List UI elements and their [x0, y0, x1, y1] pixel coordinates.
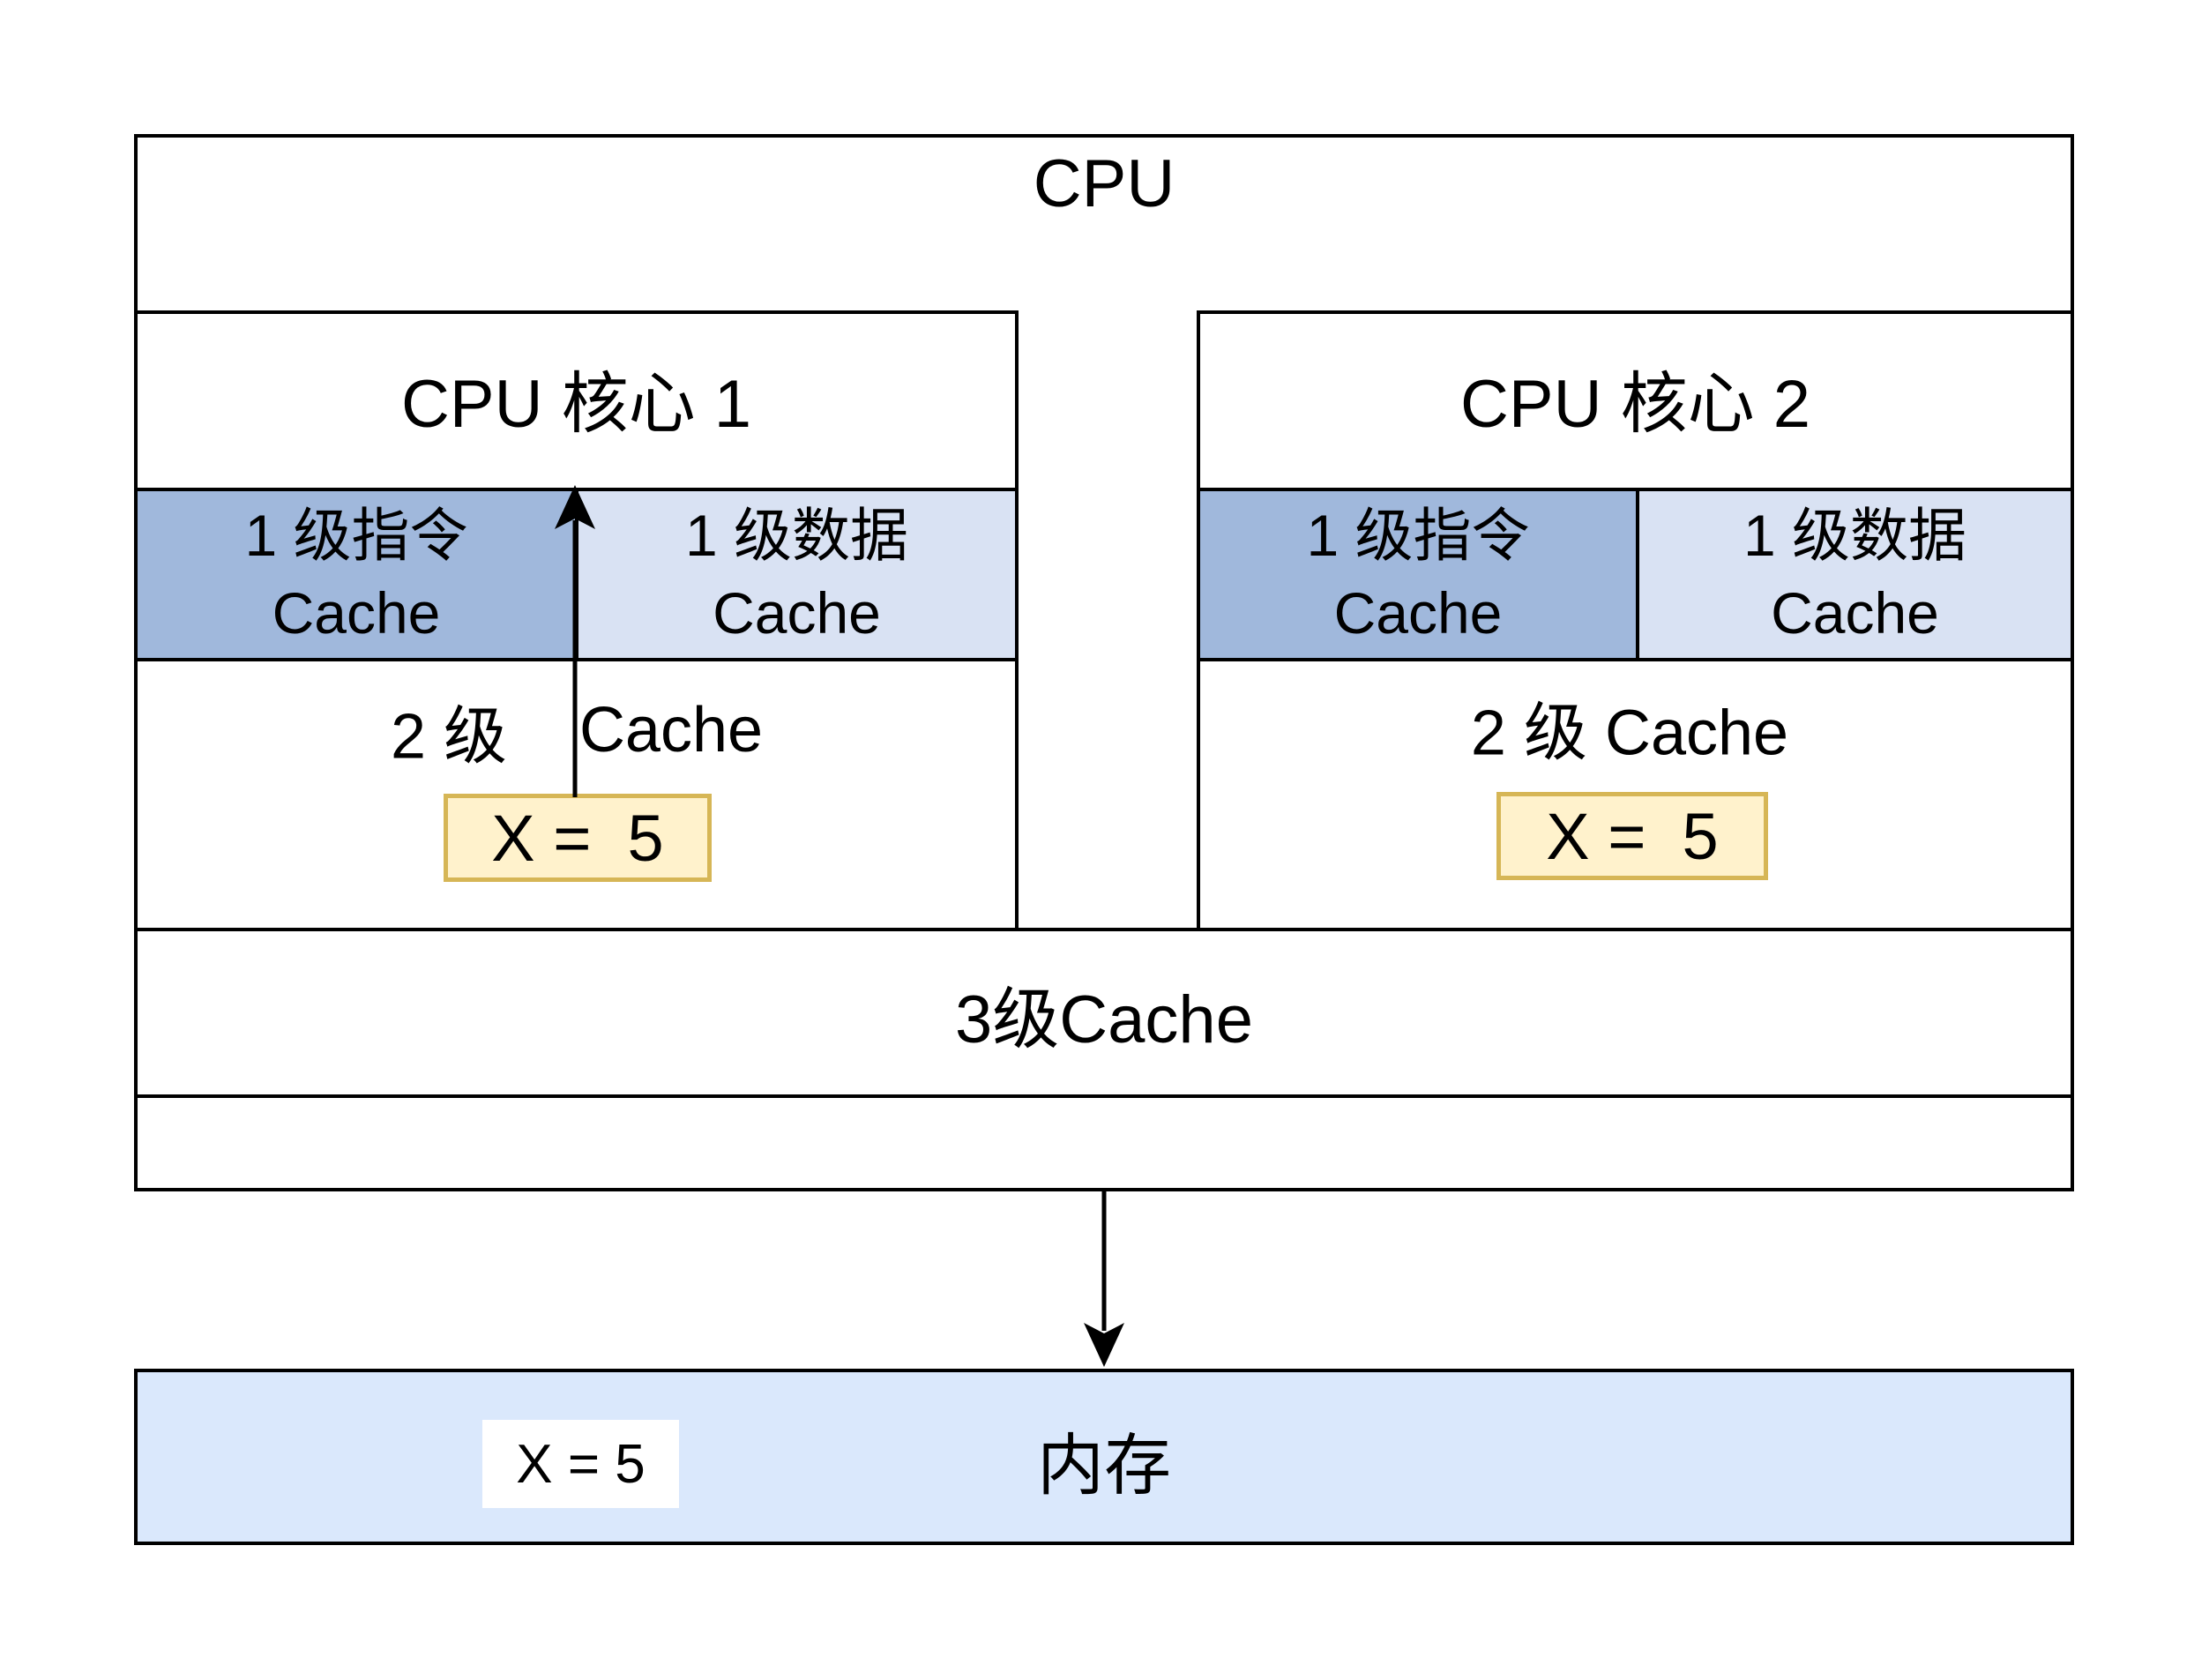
- core2-l2-label: 2 级 Cache: [1470, 698, 1789, 769]
- core2-title: CPU 核心 2: [1460, 367, 1810, 442]
- core1-l2-label-left: 2 级: [390, 701, 508, 773]
- core2-l1-instruction-cache: 1 级指令 Cache: [1200, 491, 1639, 658]
- l3-cache-band: 3级Cache: [134, 928, 2074, 1098]
- core2-l1d-label-line2: Cache: [1771, 579, 1939, 646]
- core2-x-value-box: X = 5: [1496, 792, 1768, 880]
- core1-l1-data-cache: 1 级数据 Cache: [578, 491, 1015, 658]
- down-arrow-icon: [1084, 1191, 1124, 1367]
- core2-l1d-label-line1: 1 级数据: [1743, 503, 1967, 569]
- memory-x-value: X = 5: [482, 1420, 679, 1508]
- l3-cache-label: 3级Cache: [955, 982, 1253, 1057]
- cpu-title: CPU: [1033, 146, 1175, 221]
- memory-box: [134, 1369, 2074, 1545]
- core1-l1i-label-line2: Cache: [272, 579, 441, 646]
- up-arrow-icon: [555, 485, 595, 797]
- core2-l1-row: 1 级指令 Cache 1 级数据 Cache: [1200, 488, 2071, 661]
- core1-l1d-label-line2: Cache: [713, 579, 881, 646]
- core1-l1i-label-line1: 1 级指令: [244, 503, 468, 569]
- core2-l1i-label-line1: 1 级指令: [1306, 503, 1530, 569]
- core1-l1-row: 1 级指令 Cache 1 级数据 Cache: [138, 488, 1015, 661]
- core2-l1i-label-line2: Cache: [1333, 579, 1503, 646]
- core1-l1-instruction-cache: 1 级指令 Cache: [138, 491, 578, 658]
- core2-l1-data-cache: 1 级数据 Cache: [1639, 491, 2071, 658]
- core1-l1d-label-line1: 1 级数据: [684, 503, 909, 569]
- core1-title: CPU 核心 1: [401, 367, 751, 442]
- core1-l2-label-right: Cache: [578, 695, 764, 765]
- memory-label: 内存: [1037, 1429, 1171, 1504]
- core1-x-value-box: X = 5: [444, 794, 712, 882]
